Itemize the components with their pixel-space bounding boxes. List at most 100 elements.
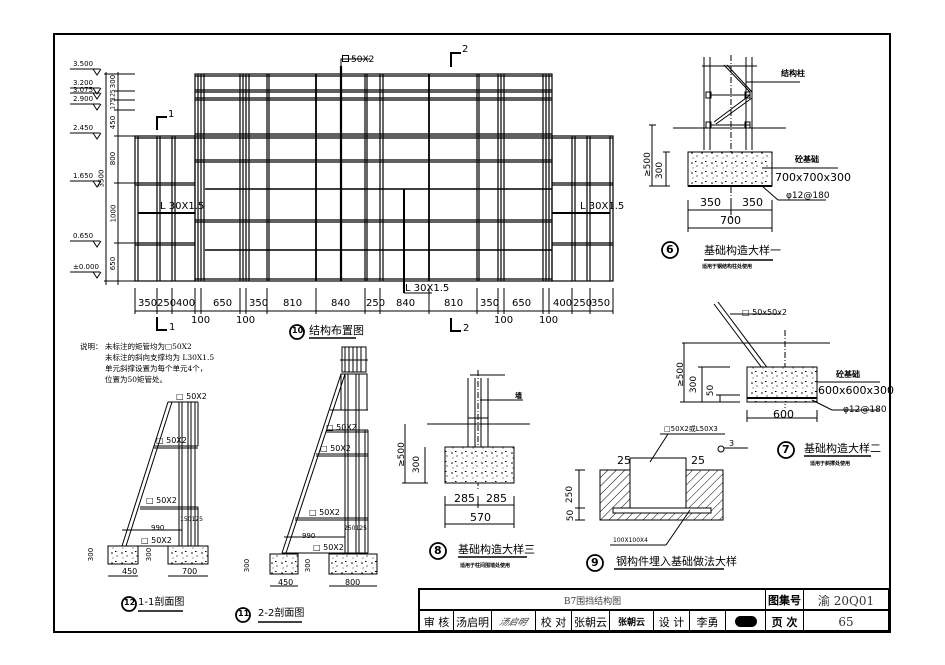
review-label: 审 核 — [420, 611, 454, 632]
horizontal-dim: 350 — [138, 298, 158, 309]
horizontal-dim: 650 — [213, 298, 233, 309]
notes: 说明： 未标注的矩管均为□50X2 未标注的斜向支撑均为 L30X1.5 单元斜… — [80, 341, 214, 385]
s12-number: 12 — [124, 598, 136, 607]
detail8-dim: 285 — [454, 492, 475, 505]
horizontal-dim: 840 — [396, 298, 416, 309]
horizontal-dim: 810 — [444, 298, 464, 309]
detail7-subtitle: 适用于斜撑处使用 — [810, 461, 851, 467]
notes-line: 单元斜撑设置为每个单元4个， — [105, 364, 208, 373]
horizontal-dim: 350 — [249, 298, 269, 309]
design-label: 设 计 — [654, 611, 690, 632]
detail9-gap: 25 — [617, 454, 631, 467]
notes-line: 未标注的斜向支撑均为 L30X1.5 — [105, 353, 215, 362]
detail7-small: 50 — [706, 384, 717, 397]
angle-callout-left: L 30X1.5 — [160, 201, 205, 212]
s11-number: 11 — [238, 609, 250, 618]
s11-title: 2-2剖面图 — [258, 608, 305, 619]
s12-inner: 150125 — [180, 516, 203, 523]
elevation-label: 1.650 — [73, 172, 94, 180]
s11-tube-callout: □ 50X2 — [309, 508, 340, 517]
elevation-label: 0.650 — [73, 232, 94, 240]
detail9-h1: 250 — [565, 485, 576, 504]
s12-tube-callout: □ 50X2 — [141, 536, 172, 545]
detail9-plate: 100X100X4 — [613, 537, 648, 544]
detail9-tube: □50X2或L50X3 — [664, 425, 718, 433]
central-frame — [194, 66, 553, 293]
s12-base-left: 450 — [122, 567, 138, 576]
s12-tube-callout: □ 50X2 — [146, 496, 177, 505]
detail6-rebar: φ12@180 — [786, 191, 830, 201]
detail6-dim-total: 700 — [720, 214, 741, 227]
s11-tube-callout: □ 50X2 — [313, 543, 344, 552]
detail7-number: 7 — [782, 443, 790, 456]
reviewer-signature: 汤启明 — [492, 611, 536, 632]
detail8-height: 300 — [412, 455, 423, 474]
drawing-name: B7围挡结构图 — [420, 590, 766, 611]
notes-prefix: 说明： — [80, 342, 103, 351]
main-title-number: 10 — [292, 326, 304, 335]
section-mark-2: 2 — [462, 44, 469, 55]
detail-6-drawing — [649, 55, 838, 261]
left-wing — [134, 135, 196, 282]
detail7-tube: □ 50x50x2 — [742, 308, 788, 317]
detail6-height: 300 — [655, 161, 666, 180]
page-label: 页 次 — [766, 611, 804, 632]
detail9-number: 9 — [591, 556, 599, 569]
detail6-title: 基础构造大样一 — [704, 244, 781, 257]
check-label: 校 对 — [536, 611, 572, 632]
tube-callout-text: 50X2 — [351, 55, 375, 65]
title-block-divider — [418, 609, 890, 610]
s11-height-right: 300 — [304, 558, 313, 573]
horizontal-dim: 650 — [512, 298, 532, 309]
s12-height-right: 300 — [145, 547, 154, 562]
s11-base-right: 800 — [345, 578, 361, 587]
detail-9-drawing — [575, 433, 748, 572]
page-value: 65 — [838, 614, 854, 629]
horizontal-dim: 100 — [191, 315, 211, 326]
vertical-dim: 800 — [109, 151, 118, 166]
s12-tube-callout: □ 50X2 — [176, 392, 207, 401]
horizontal-dim: 100 — [494, 315, 514, 326]
detail8-title: 基础构造大样三 — [458, 543, 535, 556]
vertical-dim: 650 — [109, 256, 118, 271]
right-wing — [551, 135, 614, 282]
vertical-dim: 300 — [109, 74, 118, 89]
reviewer-name: 汤启明 — [454, 611, 492, 632]
vertical-dim: 175 — [109, 98, 117, 110]
s12-base-right: 700 — [182, 567, 198, 576]
horizontal-dim: 350 — [480, 298, 500, 309]
s12-tube-callout: □ 50X2 — [156, 436, 187, 445]
detail6-column-label: 结构柱 — [781, 69, 805, 78]
detail7-foundation-label: 砼基础 — [836, 370, 860, 379]
elevation-label: 3.500 — [73, 60, 94, 68]
horizontal-dim: 250 — [366, 298, 386, 309]
s11-inner: 250125 — [344, 525, 367, 532]
detail9-title: 钢构件埋入基础做法大样 — [616, 555, 737, 568]
vertical-dim-ticks — [104, 73, 135, 282]
section-cut-marks — [156, 52, 461, 332]
s11-span: 990 — [302, 532, 316, 540]
s11-tube-callout: □ 50X2 — [320, 444, 351, 453]
detail7-height: 300 — [689, 375, 700, 394]
detail7-dim-total: 600 — [773, 408, 794, 421]
atlas-value: 渝 20Q01 — [804, 590, 888, 611]
detail-8-drawing — [402, 370, 530, 560]
detail7-foundation-size: 600x600x300 — [818, 384, 895, 397]
detail8-number: 8 — [434, 544, 442, 557]
section-mark-1: 1 — [168, 109, 175, 120]
section-1-1-drawing — [107, 401, 209, 612]
vertical-dim: 450 — [109, 115, 118, 130]
detail9-weld: 3 — [729, 439, 735, 448]
notes-line: 未标注的矩管均为□50X2 — [105, 342, 192, 351]
s12-height-left: 300 — [87, 547, 96, 562]
horizontal-dim: 100 — [539, 315, 559, 326]
checker-signature: 张朝云 — [610, 611, 654, 632]
detail8-dim: 285 — [486, 492, 507, 505]
horizontal-dim: 400 — [553, 298, 573, 309]
designer-name: 李勇 — [690, 611, 726, 632]
designer-signature: 李勇 — [726, 611, 766, 632]
detail6-depth: ≥500 — [642, 152, 653, 177]
s12-title: 1-1剖面图 — [138, 597, 185, 608]
detail7-depth: ≥500 — [675, 362, 686, 387]
atlas-label: 图集号 — [766, 590, 804, 611]
